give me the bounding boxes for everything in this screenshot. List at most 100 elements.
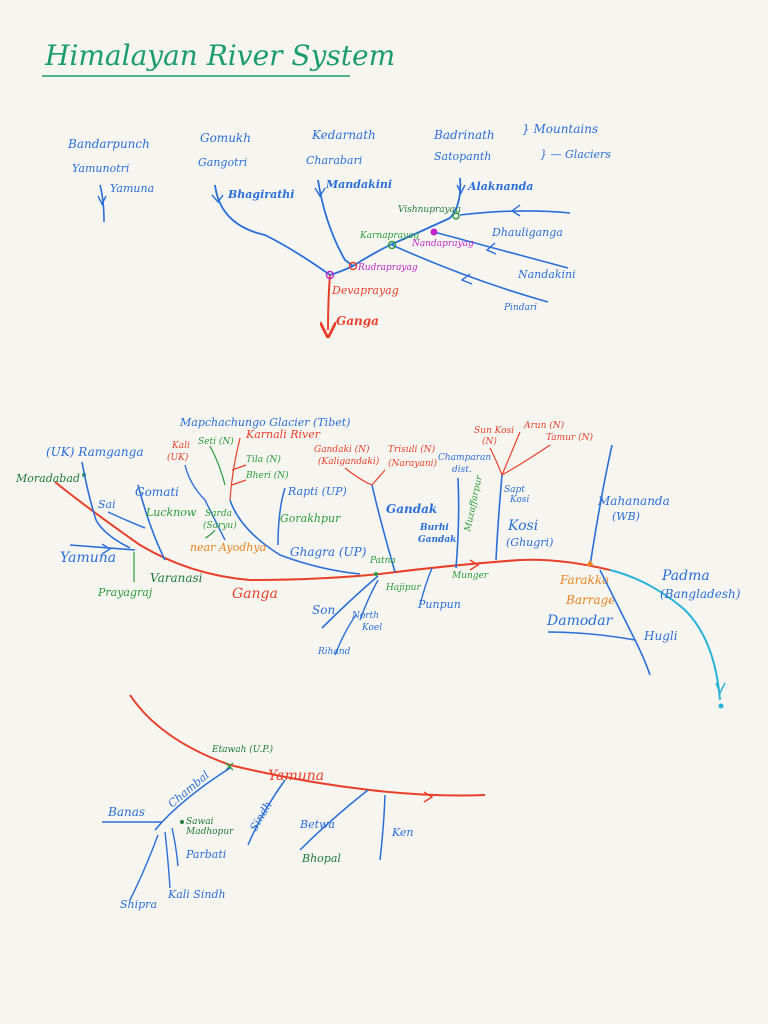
- marker-vishnuprayag: [452, 212, 460, 220]
- label-sapt: Sapt: [504, 485, 525, 495]
- lower-section: Yamuna Etawah (U.P.) Chambal Banas Sawai…: [101, 694, 486, 911]
- label-ghugri: (Ghugri): [506, 536, 553, 549]
- label-ganga-middle: Ganga: [232, 586, 278, 602]
- label-parbati: Parbati: [185, 848, 226, 861]
- label-kedarnath: Kedarnath: [311, 128, 376, 142]
- label-champaran: Champaran: [438, 453, 491, 463]
- label-farakka: Farakka: [559, 573, 609, 587]
- label-karnaprayag: Karnaprayag: [359, 231, 419, 241]
- label-gandaki: Gandaki (N): [314, 444, 370, 455]
- label-kali-uk: (UK): [167, 452, 189, 463]
- label-sindh: Sindh: [247, 799, 274, 833]
- label-yamuna-lower: Yamuna: [268, 768, 324, 784]
- label-bheri: Bheri (N): [245, 470, 289, 481]
- label-pindari: Pindari: [503, 303, 537, 313]
- label-tila: Tila (N): [246, 454, 281, 465]
- label-bhagirathi: Bhagirathi: [227, 188, 294, 201]
- label-dist: dist.: [452, 465, 472, 475]
- label-badrinath: Badrinath: [433, 128, 495, 142]
- label-sai: Sai: [98, 498, 116, 511]
- label-shipra: Shipra: [120, 898, 157, 911]
- label-vishnuprayag: Vishnuprayag: [398, 205, 461, 215]
- label-mapchachungo: Mapchachungo Glacier (Tibet): [179, 416, 350, 429]
- middle-section: Ganga Padma (Bangladesh) Moradabad (UK) …: [15, 416, 741, 709]
- upper-section: Bandarpunch Gomukh Kedarnath Badrinath }…: [67, 122, 611, 330]
- label-ayodhya: near Ayodhya: [190, 541, 266, 554]
- label-gandak-burhi: Gandak: [418, 535, 456, 545]
- label-ramganga: (UK) Ramganga: [46, 445, 144, 459]
- label-varanasi: Varanasi: [150, 571, 203, 585]
- label-chambal: Chambal: [166, 768, 213, 810]
- label-patna: Patna: [369, 556, 396, 566]
- label-banas: Banas: [107, 805, 145, 819]
- label-son: Son: [312, 603, 335, 617]
- marker-rudraprayag: [348, 261, 358, 271]
- label-kaligandaki: (Kaligandaki): [318, 456, 380, 467]
- label-koel: Koel: [361, 623, 382, 633]
- label-ganga-upper: Ganga: [336, 314, 379, 328]
- label-satopanth: Satopanth: [434, 150, 491, 163]
- label-muzaffarpur: Muzaffarpur: [463, 474, 485, 534]
- label-karnali: Karnali River: [245, 428, 321, 441]
- label-wb: (WB): [612, 510, 640, 523]
- label-hajipur: Hajipur: [385, 583, 421, 593]
- label-arun: Arun (N): [523, 420, 565, 431]
- marker-nandaprayag: [430, 228, 438, 236]
- label-gorakhpur: Gorakhpur: [280, 512, 341, 525]
- label-seti: Seti (N): [198, 436, 234, 447]
- label-munger: Munger: [451, 571, 489, 581]
- label-bandarpunch: Bandarpunch: [67, 137, 150, 151]
- label-yamuna-upper: Yamuna: [110, 182, 154, 195]
- label-madhopur: Madhopur: [185, 827, 234, 837]
- label-charabari: Charabari: [306, 154, 362, 167]
- label-sawai: Sawai: [186, 817, 214, 827]
- label-kali: Kali: [171, 441, 190, 451]
- label-mountains: } Mountains: [522, 122, 598, 136]
- label-kosi: Kosi: [507, 518, 538, 534]
- label-punpun: Punpun: [417, 598, 461, 611]
- label-sunkosi-n: (N): [482, 436, 497, 447]
- label-yamunotri: Yamunotri: [72, 162, 129, 175]
- label-prayagraj: Prayagraj: [97, 586, 153, 599]
- label-rapti: Rapti (UP): [287, 485, 347, 498]
- label-mahananda: Mahananda: [597, 494, 670, 508]
- label-glaciers: } — Glaciers: [540, 148, 611, 161]
- label-moradabad: Moradabad: [15, 472, 80, 485]
- label-dhauliganga: Dhauliganga: [491, 226, 563, 239]
- label-gangotri: Gangotri: [198, 156, 247, 169]
- label-mandakini: Mandakini: [325, 178, 392, 191]
- label-nandakini: Nandakini: [517, 268, 576, 281]
- label-trisuli: Trisuli (N): [388, 444, 436, 455]
- label-rihand: Rihand: [317, 647, 351, 657]
- label-saryu: (Saryu): [203, 520, 237, 531]
- label-north: North: [351, 611, 379, 621]
- label-padma: Padma: [661, 568, 710, 584]
- label-barrage: Barrage: [565, 593, 615, 607]
- label-lucknow: Lucknow: [145, 506, 197, 519]
- marker-karnaprayag: [387, 240, 397, 250]
- label-alaknanda: Alaknanda: [467, 180, 533, 193]
- label-bangladesh: (Bangladesh): [660, 587, 741, 601]
- label-narayani: (Narayani): [388, 458, 438, 469]
- label-rudraprayag: Rudraprayag: [357, 263, 418, 273]
- label-devaprayag: Devaprayag: [331, 284, 399, 297]
- label-ken: Ken: [391, 826, 414, 839]
- label-nandaprayag: Nandaprayag: [411, 239, 474, 249]
- page-title: Himalayan River System: [44, 39, 395, 72]
- marker-devaprayag: [325, 270, 335, 280]
- label-sunkosi: Sun Kosi: [474, 426, 514, 436]
- label-tamur: Tamur (N): [546, 432, 594, 443]
- label-betwa: Betwa: [299, 818, 335, 831]
- label-kalisindh: Kali Sindh: [167, 888, 226, 901]
- label-bhopal: Bhopal: [301, 852, 341, 865]
- label-etawah: Etawah (U.P.): [211, 744, 274, 755]
- label-sarda: Sarda: [205, 509, 232, 519]
- label-ghagra: Ghagra (UP): [290, 545, 367, 559]
- label-damodar: Damodar: [546, 613, 614, 629]
- label-burhi: Burhi: [419, 523, 449, 533]
- label-gomati: Gomati: [135, 485, 179, 499]
- label-yamuna-middle: Yamuna: [60, 550, 116, 566]
- label-hugli: Hugli: [643, 629, 678, 643]
- label-gandak: Gandak: [386, 502, 437, 516]
